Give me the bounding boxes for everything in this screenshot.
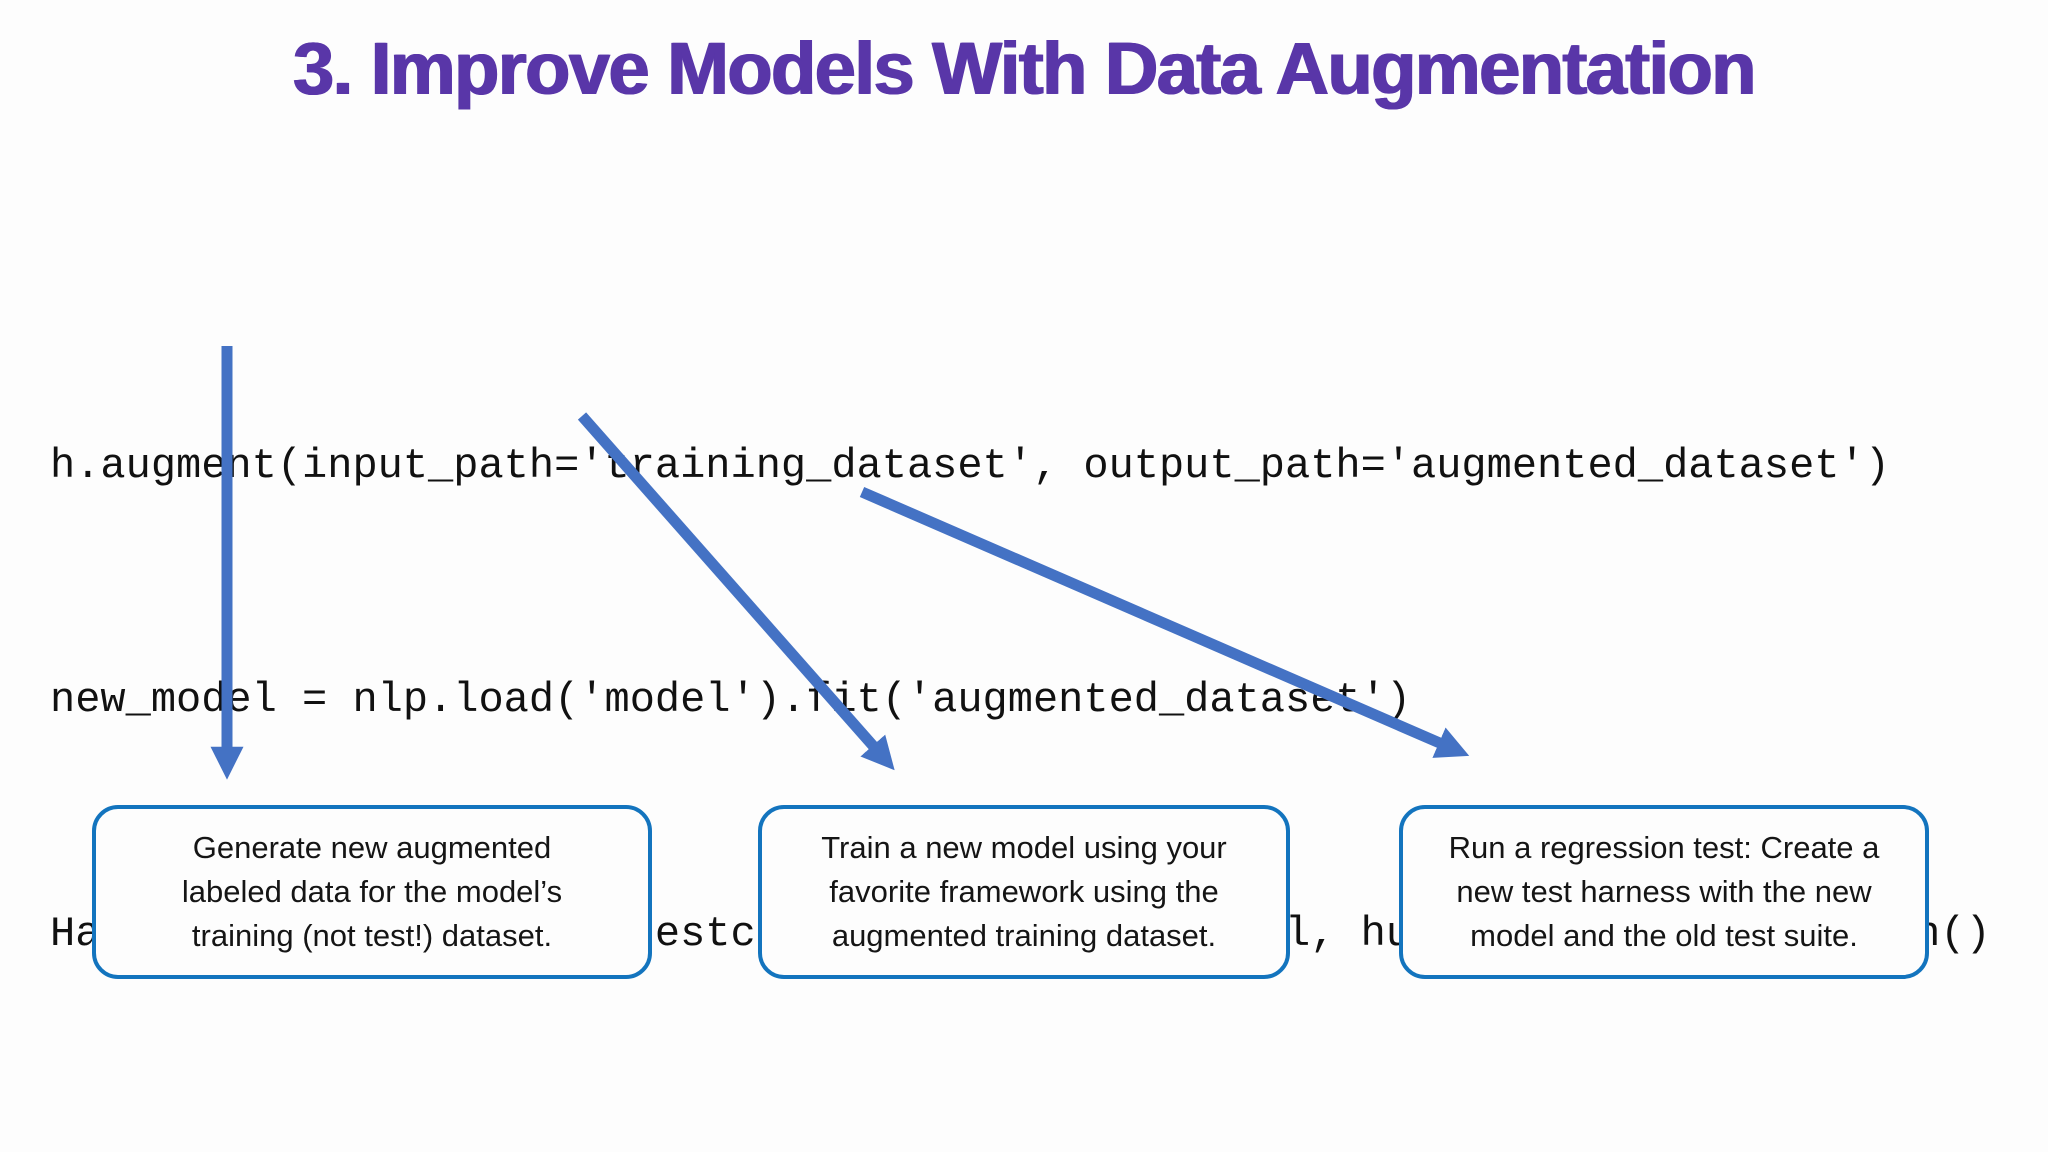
callout-generate-data-line-3: training (not test!) dataset.	[191, 918, 553, 954]
callout-regression-test: Run a regression test: Create a new test…	[1399, 805, 1929, 979]
code-line-augment: h.augment(input_path='training_dataset',…	[50, 442, 1890, 490]
code-block: h.augment(input_path='training_dataset',…	[50, 271, 1991, 1129]
code-line-train: new_model = nlp.load('model').fit('augme…	[50, 676, 1412, 724]
callout-train-model-line-1: Train a new model using your	[821, 829, 1227, 865]
callout-train-model-line-2: favorite framework using the	[829, 873, 1219, 909]
callout-train-model-line-3: augmented training dataset.	[831, 918, 1217, 954]
slide-title: 3. Improve Models With Data Augmentation	[293, 27, 1756, 110]
callout-generate-data: Generate new augmented labeled data for …	[92, 805, 652, 979]
callout-generate-data-line-1: Generate new augmented	[192, 829, 552, 865]
callout-generate-data-line-2: labeled data for the model’s	[181, 873, 563, 909]
callout-regression-test-line-1: Run a regression test: Create a	[1448, 829, 1880, 865]
callout-regression-test-line-3: model and the old test suite.	[1470, 918, 1858, 954]
callout-train-model: Train a new model using your favorite fr…	[758, 805, 1290, 979]
callout-regression-test-line-2: new test harness with the new	[1456, 873, 1872, 909]
